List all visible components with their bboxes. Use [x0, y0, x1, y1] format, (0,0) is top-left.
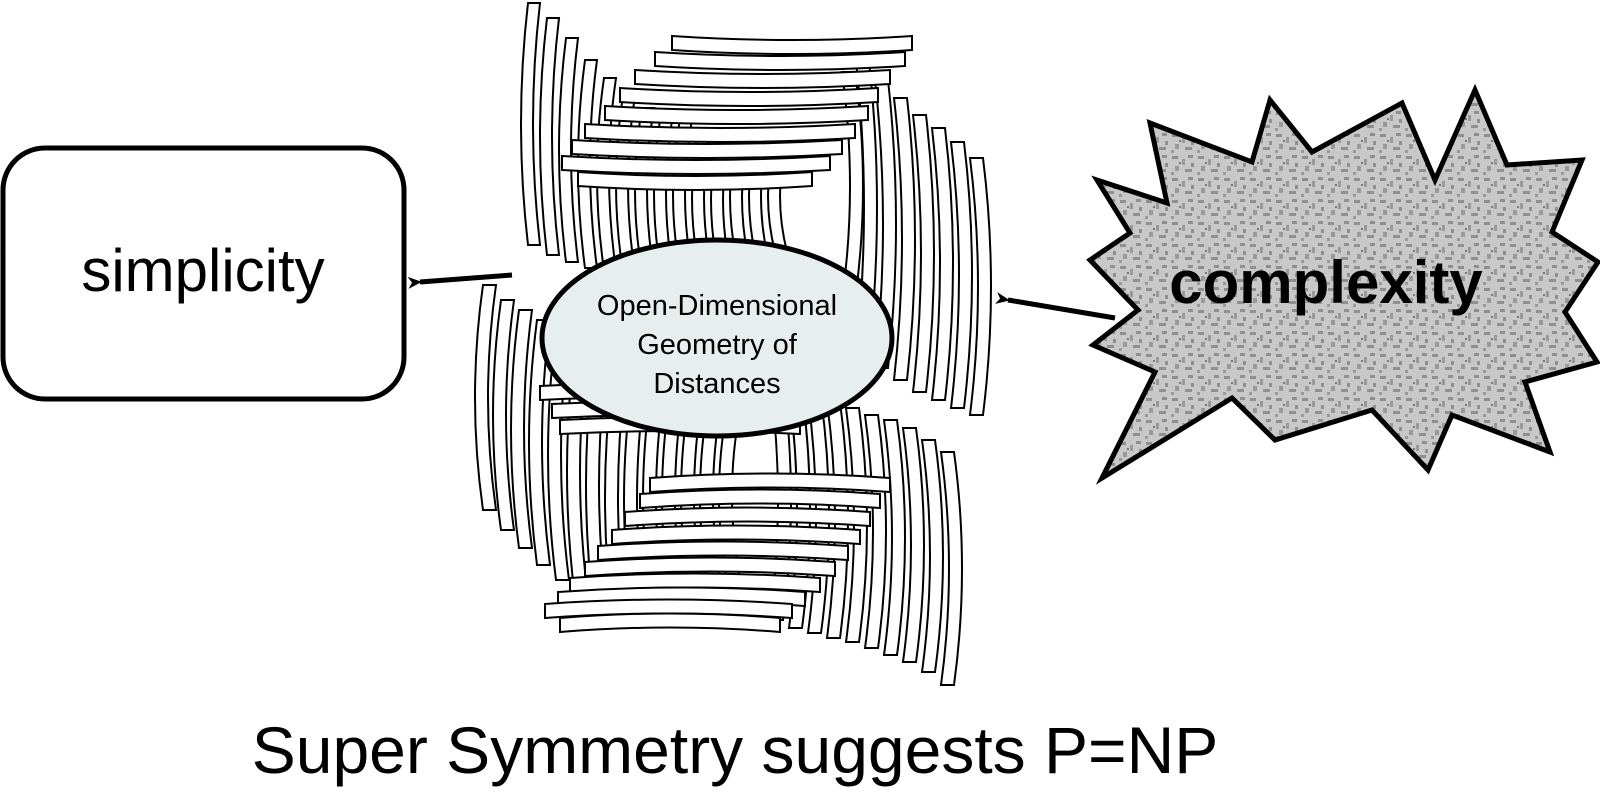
vertical-strip: [521, 3, 540, 245]
diagram-caption: Super Symmetry suggests P=NP: [0, 712, 1470, 788]
simplicity-label: simplicity: [81, 237, 324, 304]
simplicity-node: simplicity: [3, 148, 404, 399]
center-label-line-2: Geometry of: [637, 329, 797, 361]
vertical-strip: [951, 142, 972, 408]
vertical-strip: [970, 158, 991, 415]
vertical-strip: [903, 428, 924, 662]
complexity-node: complexity: [1090, 90, 1598, 478]
complexity-label: complexity: [1169, 249, 1483, 316]
horizontal-strip: [585, 124, 855, 142]
horizontal-strip: [625, 508, 870, 527]
vertical-strip: [922, 440, 943, 672]
arrow-from-complexity: [1008, 300, 1115, 318]
vertical-strip: [941, 452, 962, 685]
vertical-strip: [865, 415, 886, 648]
horizontal-strip: [635, 70, 890, 88]
center-label-line-1: Open-Dimensional: [597, 290, 837, 322]
horizontal-strip: [605, 106, 868, 124]
vertical-strip: [894, 98, 915, 380]
vertical-strip: [884, 420, 905, 655]
horizontal-strip: [640, 490, 880, 509]
center-node: Open-Dimensional Geometry of Distances: [542, 240, 892, 436]
center-label-line-3: Distances: [653, 368, 780, 400]
horizontal-strip: [560, 614, 780, 633]
vertical-strip: [913, 115, 934, 392]
vertical-strip: [932, 128, 953, 400]
arrow-to-simplicity: [420, 275, 512, 282]
vertical-strip: [540, 18, 559, 255]
horizontal-strip: [620, 88, 878, 106]
horizontal-strip: [672, 36, 912, 54]
